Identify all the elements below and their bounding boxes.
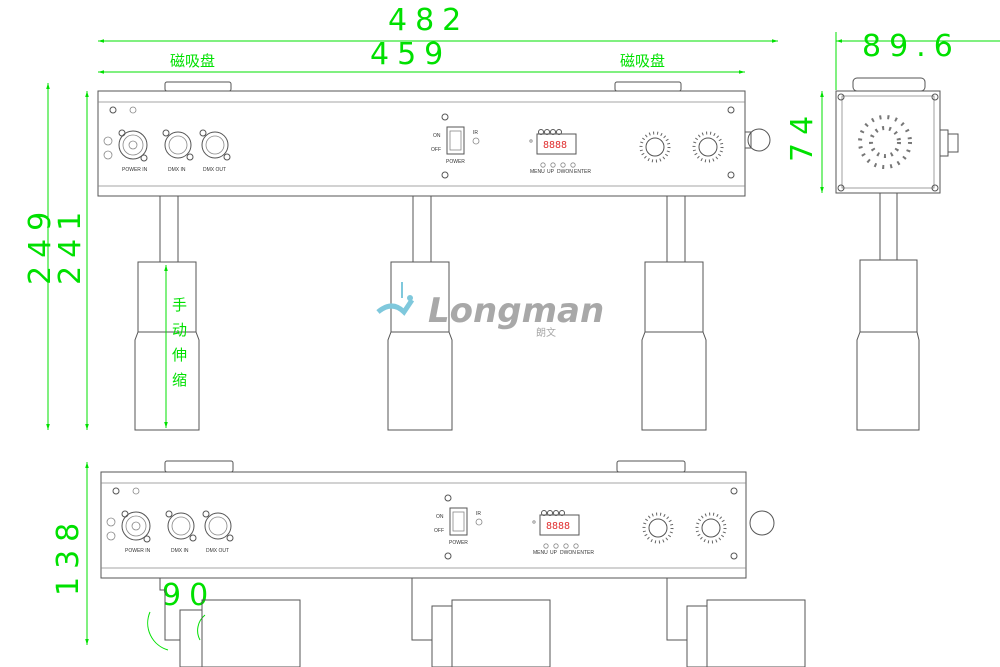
svg-text:伸: 伸	[172, 346, 187, 364]
dimension-74: 74	[785, 91, 824, 193]
svg-text:DWON: DWON	[560, 550, 576, 556]
side-view	[835, 77, 959, 431]
svg-text:8888: 8888	[546, 521, 570, 532]
svg-text:缩: 缩	[172, 371, 187, 389]
dmx-in-connector	[162, 129, 194, 161]
dim-74-label: 74	[785, 108, 820, 162]
lamp-barrel-1	[134, 261, 200, 431]
knob-icon	[642, 512, 674, 544]
svg-text:ON: ON	[433, 133, 441, 139]
dmx-out-connector	[202, 510, 234, 542]
svg-text:POWER IN: POWER IN	[122, 167, 148, 173]
svg-text:ENTER: ENTER	[574, 169, 591, 175]
svg-text:POWER: POWER	[446, 159, 465, 165]
dimension-90-angle: 90	[147, 578, 216, 651]
svg-text:OFF: OFF	[431, 147, 441, 153]
svg-text:手: 手	[172, 296, 187, 314]
power-in-connector	[121, 510, 151, 543]
ground-icon	[103, 136, 113, 160]
power-switch	[449, 507, 468, 536]
svg-text:DMX OUT: DMX OUT	[203, 167, 226, 173]
lamp-barrel-3	[641, 261, 707, 431]
dim-241-label: 241	[53, 204, 88, 285]
knob-icon	[695, 512, 727, 544]
front-view	[97, 81, 771, 431]
dimension-138: 138	[51, 462, 89, 645]
svg-text:POWER IN: POWER IN	[125, 548, 151, 554]
lamp-barrel-2	[387, 261, 453, 431]
svg-text:DMX IN: DMX IN	[168, 167, 186, 173]
dim-459-label: 459	[370, 37, 451, 72]
dimension-482: 482	[98, 3, 778, 43]
svg-text:IR: IR	[473, 130, 478, 136]
knob-icon	[692, 131, 724, 163]
dmx-out-connector	[199, 129, 231, 161]
svg-text:MENU: MENU	[530, 169, 545, 175]
speaker-holes	[858, 115, 912, 169]
svg-text:8888: 8888	[543, 140, 567, 151]
svg-text:Longman: Longman	[428, 291, 604, 331]
screw-icon	[112, 487, 120, 495]
ground-icon	[106, 517, 116, 541]
lamp-side-1	[159, 578, 301, 667]
svg-text:DMX OUT: DMX OUT	[206, 548, 229, 554]
dim-138-label: 138	[51, 515, 86, 596]
lamp-side-2	[411, 578, 551, 667]
dim-90-label: 90	[162, 578, 216, 613]
dim-249-label: 249	[23, 204, 58, 285]
dim-482-label: 482	[388, 3, 469, 38]
dimension-459: 459	[98, 37, 745, 74]
bottom-view	[100, 460, 806, 667]
svg-text:UP: UP	[550, 550, 558, 556]
telescopic-label: 手 动 伸 缩	[172, 296, 187, 389]
screw-icon	[109, 106, 117, 114]
dimension-241: 241	[53, 91, 89, 430]
power-switch	[446, 126, 465, 155]
control-panel: POWER IN DMX IN DMX OUT ON OFF POWER IR …	[103, 106, 735, 179]
power-in-connector	[118, 129, 148, 162]
dimension-89-6: 89.6	[835, 29, 1000, 90]
magnet-label-right: 磁吸盘	[620, 52, 665, 70]
svg-text:朗文: 朗文	[536, 326, 556, 339]
svg-text:POWER: POWER	[449, 540, 468, 546]
svg-text:DMX IN: DMX IN	[171, 548, 189, 554]
svg-text:动: 动	[172, 321, 187, 339]
dimension-249: 249	[23, 83, 58, 430]
longman-logo: Longman 朗文	[376, 282, 604, 339]
magnet-label-left: 磁吸盘	[170, 52, 215, 70]
svg-text:IR: IR	[476, 511, 481, 517]
svg-text:DWON: DWON	[557, 169, 573, 175]
svg-text:UP: UP	[547, 169, 555, 175]
knob-icon	[639, 131, 671, 163]
dim-89-6-label: 89.6	[862, 29, 961, 64]
lamp-side-3	[666, 578, 806, 667]
dmx-in-connector	[165, 510, 197, 542]
svg-text:ON: ON	[436, 514, 444, 520]
svg-text:ENTER: ENTER	[577, 550, 594, 556]
led-display: 8888	[536, 133, 577, 155]
control-panel-bottom: POWER IN DMX IN DMX OUT ON OFF POWER IR …	[106, 487, 738, 560]
led-display: 8888	[539, 514, 580, 536]
svg-text:OFF: OFF	[434, 528, 444, 534]
svg-text:MENU: MENU	[533, 550, 548, 556]
